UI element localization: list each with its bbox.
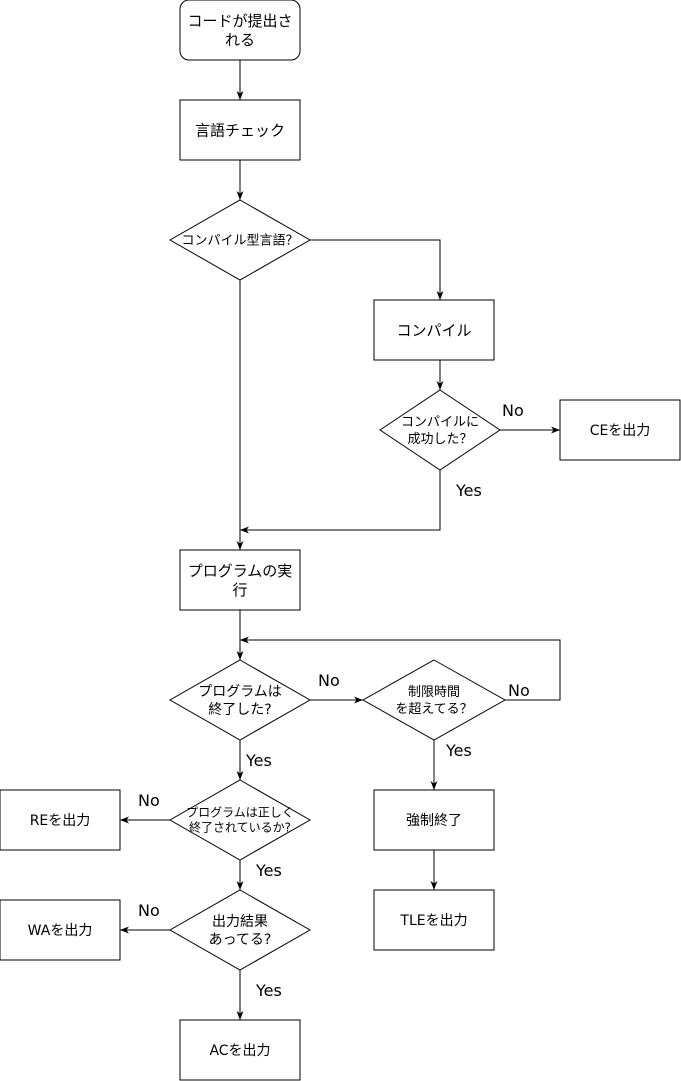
- label-line: プログラムの実: [188, 562, 293, 580]
- node-output-match: [168, 889, 312, 971]
- output-yes-label: Yes: [255, 981, 282, 1000]
- label-line: 行: [232, 581, 247, 599]
- node-ce-out: [559, 399, 681, 461]
- node-ac-out: [179, 1019, 301, 1081]
- terminated-label: プログラムは終了した?: [198, 684, 282, 718]
- label-line: 成功した？: [407, 432, 472, 447]
- edge-compile-ok-yes: [240, 470, 441, 534]
- label-line: コンパイル型言語？: [181, 233, 298, 249]
- edges: [120, 60, 561, 1020]
- compile-yes-label: Yes: [455, 481, 482, 500]
- node-force-stop: [373, 789, 495, 851]
- node-lang-check: [179, 99, 301, 161]
- label-line: 終了した?: [208, 702, 271, 718]
- wa-out-label: WAを出力: [28, 923, 93, 939]
- label-line: 言語チェック: [195, 121, 285, 139]
- label-line: プログラムは: [198, 684, 282, 700]
- node-run: [179, 549, 301, 611]
- label-line: REを出力: [30, 813, 91, 829]
- ce-out-label: CEを出力: [590, 423, 651, 439]
- time-limit-yes-label: Yes: [445, 741, 472, 760]
- label-line: コンパイル: [396, 321, 471, 339]
- is-compiled-label: コンパイル型言語？: [181, 233, 298, 249]
- compile-label: コンパイル: [396, 321, 471, 339]
- terminated-yes-label: Yes: [245, 751, 272, 770]
- label-line: コンパイルに: [401, 415, 479, 430]
- correct-yes-label: Yes: [255, 861, 282, 880]
- tle-out-label: TLEを出力: [399, 913, 467, 929]
- node-compile: [373, 299, 495, 361]
- correct-no-label: No: [138, 791, 160, 810]
- label-line: 制限時間: [408, 685, 460, 700]
- label-line: あってる?: [209, 932, 272, 948]
- node-correct-exit: [168, 779, 312, 861]
- label-line: 強制終了: [406, 813, 462, 829]
- re-out-label: REを出力: [30, 813, 91, 829]
- label-line: れる: [225, 31, 255, 49]
- label-line: TLEを出力: [399, 913, 467, 929]
- node-re-out: [0, 789, 121, 851]
- time-limit-label: 制限時間を超えてる？: [395, 685, 472, 717]
- label-line: 出力結果: [212, 914, 268, 930]
- terminated-no-label: No: [318, 671, 340, 690]
- node-wa-out: [0, 899, 121, 961]
- label-line: 終了されているか?: [189, 820, 291, 835]
- node-tle-out: [373, 889, 495, 951]
- ac-out-label: ACを出力: [209, 1043, 270, 1059]
- edge-time-limit-no-loop: [240, 636, 561, 701]
- node-is-compiled: [168, 199, 312, 281]
- correct-exit-label: プログラムは正しく終了されているか?: [186, 806, 294, 835]
- label-line: を超えてる？: [395, 702, 472, 717]
- run-label: プログラムの実行: [188, 562, 293, 599]
- compile-no-label: No: [502, 401, 524, 420]
- node-time-limit: [361, 659, 507, 741]
- node-labels: コードが提出される 言語チェック コンパイル型言語？ コンパイル コンパイルに成…: [28, 12, 651, 1059]
- label-line: プログラムは正しく: [186, 806, 294, 820]
- start-label: コードが提出される: [187, 12, 292, 49]
- force-stop-label: 強制終了: [406, 813, 462, 829]
- output-match-label: 出力結果あってる?: [209, 914, 272, 948]
- lang-check-label: 言語チェック: [195, 121, 285, 139]
- label-line: コードが提出さ: [187, 12, 292, 30]
- output-no-label: No: [138, 901, 160, 920]
- compile-ok-label: コンパイルに成功した？: [401, 415, 479, 447]
- label-line: WAを出力: [28, 923, 93, 939]
- node-compile-ok: [379, 389, 501, 471]
- edge-is-compiled-to-compile: [310, 239, 444, 300]
- edge-labels: No Yes No No Yes Yes No Yes No Yes: [138, 401, 530, 1000]
- label-line: ACを出力: [209, 1043, 270, 1059]
- label-line: CEを出力: [590, 423, 651, 439]
- node-terminated: [168, 659, 312, 741]
- node-start: [179, 0, 301, 61]
- time-limit-no-label: No: [508, 681, 530, 700]
